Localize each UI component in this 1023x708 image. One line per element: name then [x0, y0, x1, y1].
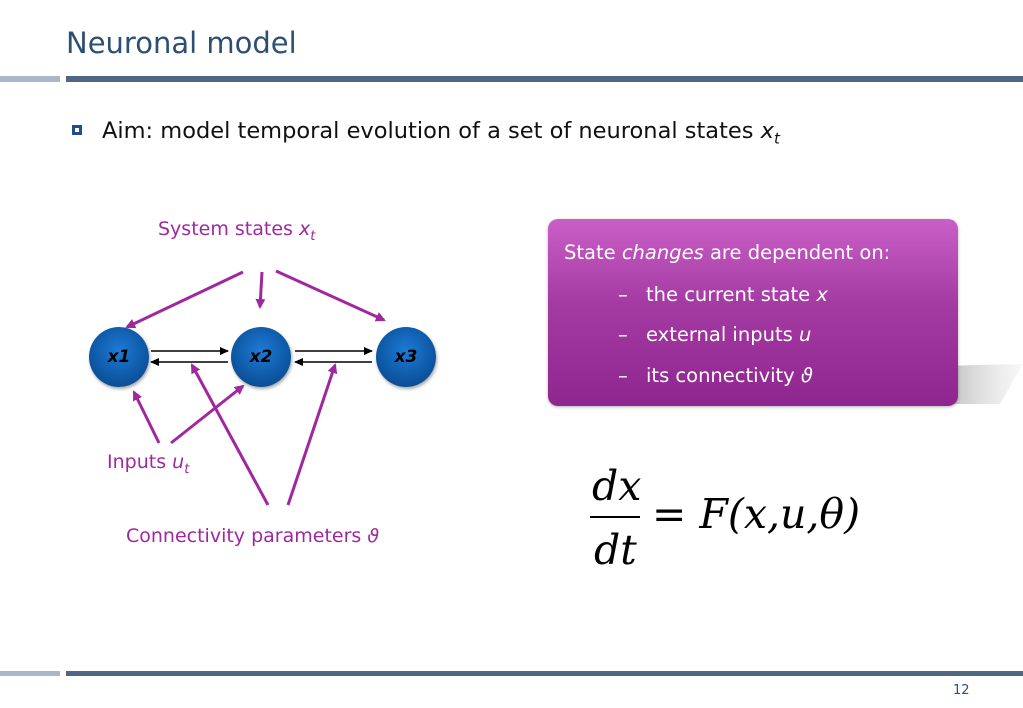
bullet-var: xt: [760, 118, 780, 148]
connectivity-text: Connectivity parameters: [126, 525, 368, 547]
callout-heading-post: are dependent on:: [703, 241, 891, 264]
connectivity-arrow-x1x2: [190, 363, 270, 506]
callout-item-text: its connectivity: [646, 364, 801, 387]
inputs-label: Inputs ut: [107, 451, 189, 477]
footer-rule: [66, 671, 1023, 676]
callout-item-var: x: [816, 283, 828, 306]
connectivity-var: ϑ: [367, 525, 380, 547]
input-arrow-x1: [132, 390, 161, 444]
inputs-text: Inputs: [107, 451, 173, 473]
bullet-item: Aim: model temporal evolution of a set o…: [72, 118, 780, 148]
square-bullet-icon: [72, 125, 82, 135]
dash-marker: –: [618, 283, 628, 306]
equation-rhs: = F(x,u,θ): [652, 490, 861, 538]
fraction-numerator: dx: [592, 462, 642, 510]
title-rule: [66, 76, 1023, 82]
page-number: 12: [953, 683, 970, 698]
callout-heading-pre: State: [564, 241, 622, 264]
connectivity-arrow-x2x3: [286, 363, 338, 506]
dependency-callout: State changes are dependent on: –the cur…: [548, 219, 958, 406]
system-states-var: x: [298, 218, 311, 240]
state-arrow-x3: [275, 269, 386, 322]
input-arrow-x2: [170, 384, 245, 445]
callout-item: –its connectivity ϑ: [618, 364, 813, 387]
node-x2: x2: [231, 327, 291, 387]
inputs-var: u: [172, 451, 185, 473]
dash-marker: –: [618, 323, 628, 346]
slide-title: Neuronal model: [66, 26, 297, 60]
dash-marker: –: [618, 364, 628, 387]
bullet-var-sub: t: [773, 129, 780, 148]
state-arrow-x2: [255, 271, 266, 309]
callout-item: –the current state x: [618, 283, 828, 306]
connectivity-label: Connectivity parameters ϑ: [126, 525, 379, 547]
footer-rule-accent: [0, 671, 60, 676]
bullet-text-main: Aim: model temporal evolution of a set o…: [102, 118, 761, 144]
node-x1: x1: [89, 327, 149, 387]
node-x3: x3: [376, 327, 436, 387]
callout-shadow: [940, 364, 1023, 404]
state-arrow-x1: [125, 270, 244, 329]
callout-heading-em: changes: [621, 241, 704, 264]
callout-heading: State changes are dependent on:: [564, 241, 890, 264]
callout-item: –external inputs u: [618, 323, 811, 346]
title-rule-accent: [0, 76, 60, 82]
system-states-label: System states xt: [158, 218, 315, 244]
callout-item-var: ϑ: [800, 364, 813, 387]
inputs-sub: t: [184, 461, 190, 477]
system-states-sub: t: [310, 228, 316, 244]
fraction-bar: [590, 516, 640, 518]
bullet-text: Aim: model temporal evolution of a set o…: [102, 118, 780, 148]
callout-item-text: external inputs: [646, 323, 799, 346]
fraction-denominator: dt: [594, 526, 637, 574]
system-states-text: System states: [158, 218, 299, 240]
callout-item-var: u: [798, 323, 812, 346]
bullet-var-x: x: [760, 118, 774, 144]
callout-item-text: the current state: [646, 283, 817, 306]
